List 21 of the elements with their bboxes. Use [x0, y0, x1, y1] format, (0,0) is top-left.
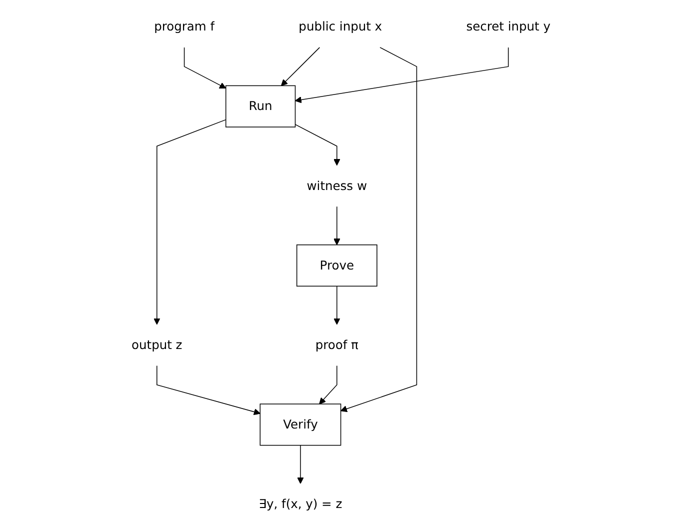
process-box: Run [225, 85, 296, 128]
process-box: Verify [260, 404, 342, 446]
text-label: public input x [298, 19, 382, 34]
arrow [154, 119, 226, 325]
arrow [294, 124, 340, 166]
arrow [184, 47, 226, 89]
arrow [294, 47, 509, 104]
text-label: program f [154, 19, 215, 34]
text-label: secret input y [466, 19, 550, 34]
arrow [297, 444, 304, 484]
process-box: Prove [296, 244, 378, 287]
text-label: proof π [315, 337, 358, 352]
arrow [334, 206, 340, 246]
text-label: ∃y, f(x, y) = z [258, 496, 342, 512]
arrow [340, 47, 418, 412]
arrow [319, 365, 338, 404]
text-label: witness w [306, 178, 367, 193]
arrow [156, 365, 260, 416]
arrow [334, 286, 340, 325]
arrow [280, 47, 320, 86]
text-label: output z [132, 337, 182, 352]
